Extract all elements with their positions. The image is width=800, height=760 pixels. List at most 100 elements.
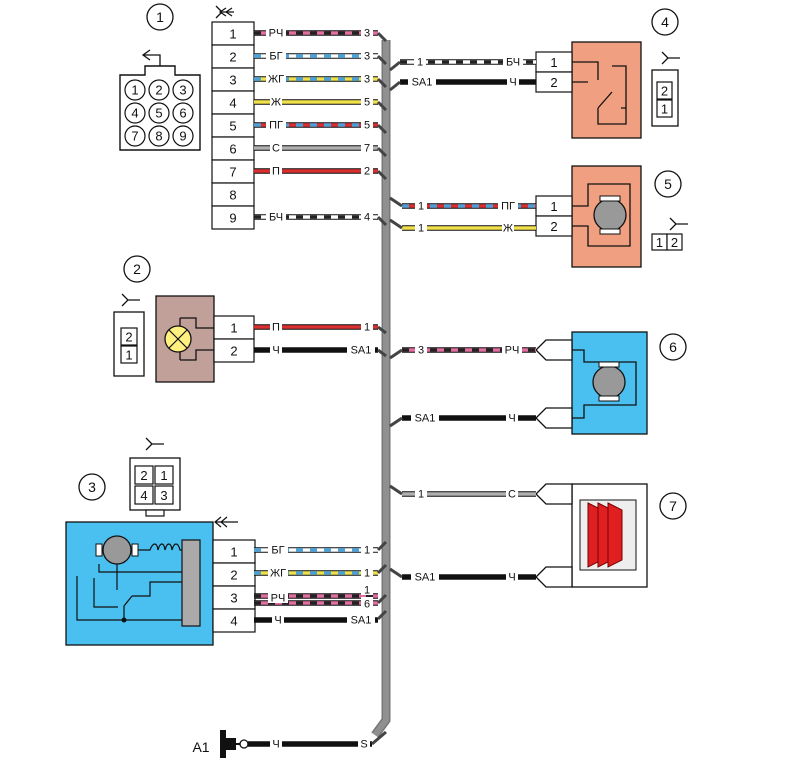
ground-terminal-bar	[220, 730, 226, 758]
ground-wire-end-bg	[358, 737, 370, 749]
c5-wire-label-bg	[498, 199, 518, 211]
c4-wire-bend	[389, 80, 401, 92]
c1-pin-socket	[124, 79, 146, 101]
c2-icon-pin-box	[120, 327, 138, 346]
c5-pin-2: 2	[550, 219, 557, 234]
c1-pin-5: 5	[229, 119, 236, 134]
c3-wire-bend	[376, 593, 388, 605]
c1-wire-bend	[376, 31, 388, 43]
c4-icon-pin: 1	[661, 102, 668, 117]
c6-wire-start: 3	[418, 345, 424, 357]
c1-wire-label-bg	[270, 141, 282, 153]
c1-pin-socket	[148, 79, 170, 101]
c3-wire-label-bg	[272, 613, 284, 625]
c3-wire-end-bg	[361, 597, 373, 609]
c2-icon-pin: 1	[125, 348, 132, 363]
c1-wire-bend	[376, 77, 388, 89]
c3-icon-pin-box	[134, 465, 154, 485]
c4-switch-schematic	[572, 61, 627, 125]
c5-number-circle	[654, 170, 682, 198]
c1-pin-9: 9	[229, 211, 236, 226]
c1-pin-7: 7	[229, 165, 236, 180]
fork-line	[215, 5, 234, 19]
c4-fork-icon	[661, 51, 680, 65]
c3-junction-dot	[121, 617, 127, 623]
c3-icon-pin: 3	[160, 488, 167, 503]
c1-pin-socket-label: 8	[155, 129, 162, 144]
c1-wire-end: 2	[364, 166, 370, 178]
c3-pin-1: 1	[230, 545, 237, 560]
c3-wire-label-bg	[268, 591, 288, 603]
c1-wire-bend	[376, 169, 388, 181]
c5-fork-icon	[669, 217, 688, 231]
c2-wire-end-bg	[361, 320, 373, 332]
c4-icon-pin: 2	[661, 84, 668, 99]
c3-pin-4: 4	[230, 614, 237, 629]
c5-wire-bend	[389, 196, 403, 208]
c3-contact-plate	[181, 539, 201, 627]
c5-icon-pin: 2	[671, 235, 678, 250]
c7-number: 7	[669, 498, 677, 514]
c2-pin-1: 1	[230, 321, 237, 336]
ground-wire-end: S	[360, 739, 367, 751]
c1-double-arrow	[218, 7, 233, 17]
c3-icon-pin-box	[154, 485, 174, 505]
c1-wire-label: С	[272, 143, 280, 155]
c6-wire-bend	[389, 348, 403, 360]
c7-wire-start: SA1	[415, 572, 436, 584]
c1-wire-end: 3	[364, 28, 370, 40]
c3-number-circle	[78, 473, 106, 501]
c3-icon-pin: 2	[140, 468, 147, 483]
c2-wire-label-bg	[270, 320, 282, 332]
c2-wire-bend	[377, 325, 387, 335]
c6-number: 6	[669, 339, 677, 355]
c4-number: 4	[661, 14, 669, 30]
c7-wire-label: С	[508, 489, 516, 501]
c6-terminal-2	[535, 407, 573, 429]
c1-wire-bend	[376, 54, 388, 66]
c5-number: 5	[664, 176, 672, 192]
c1-wire-label: БЧ	[269, 212, 283, 224]
c1-wire-label-bg	[266, 49, 286, 61]
c5-icon-pin: 1	[656, 235, 663, 250]
fork-line	[145, 437, 164, 451]
c5-wire-start: 1	[418, 201, 424, 213]
c3-wire-label: РЧ	[271, 593, 286, 605]
c1-pin-socket-label: 7	[131, 129, 138, 144]
c2-lamp-cross	[168, 329, 188, 349]
c6-wire-start-bg	[415, 343, 427, 355]
fork-line	[121, 293, 140, 307]
c3-icon-pin: 1	[160, 468, 167, 483]
c4-wire-label: Ч	[509, 77, 516, 89]
c7-wire-start-bg	[411, 570, 439, 582]
c3-wire-bend	[376, 609, 388, 621]
c4-wire-bend	[389, 60, 401, 72]
c2-number: 2	[133, 261, 141, 277]
c3-wire-end: SA1	[351, 615, 372, 627]
c1-pin-socket	[172, 102, 194, 124]
c3-wire-end-bg	[347, 613, 375, 625]
c3-icon-pin-box	[154, 465, 174, 485]
c3-wire-end-bg	[361, 566, 373, 578]
c5-wiring-schematic	[572, 183, 631, 247]
c6-number-circle	[659, 333, 687, 361]
ground-wire-label: Ч	[272, 739, 279, 751]
c3-pin-2: 2	[230, 568, 237, 583]
c1-wire-label-bg	[270, 164, 282, 176]
c3-wire-bend	[376, 563, 388, 575]
c2-wiring-schematic	[179, 317, 214, 361]
c5-motor-brush	[599, 228, 621, 235]
c3-icon-pin: 4	[140, 488, 147, 503]
c7-terminal-1	[535, 483, 573, 505]
c1-pin-socket	[148, 125, 170, 147]
c1-wire-end: 7	[364, 143, 370, 155]
c2-wire-end-bg	[347, 343, 375, 355]
c3-wire-label: ЖГ	[270, 568, 286, 580]
c1-wire-end-bg	[361, 164, 373, 176]
c1-pin-socket-label: 2	[155, 83, 162, 98]
c1-number: 1	[156, 9, 164, 25]
c6-wire-start: SA1	[415, 413, 436, 425]
c5-wire-start-bg	[415, 221, 427, 233]
c4-icon-pin-box	[656, 99, 673, 118]
